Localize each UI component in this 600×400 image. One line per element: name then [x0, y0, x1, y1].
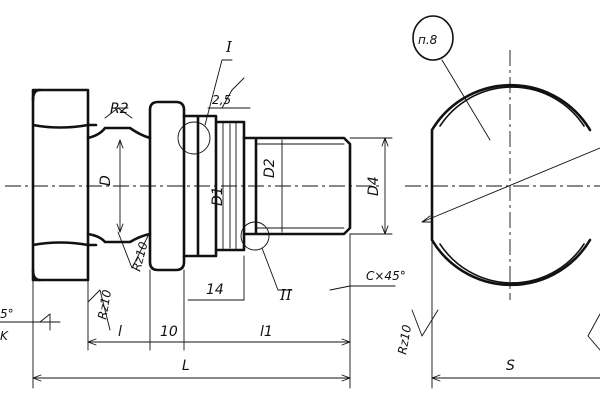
hex-head [31, 88, 98, 282]
dim-line-S [431, 239, 600, 389]
circular-profile [430, 83, 592, 287]
label-cut-angle: 5° [0, 307, 14, 321]
label-D: D [98, 175, 114, 186]
label-detail-II: II [279, 286, 293, 304]
label-part-note: п.8 [418, 33, 438, 47]
label-L: L [182, 358, 190, 374]
label-step-width: 2,5 [212, 93, 231, 107]
detail-circle-I [177, 121, 211, 155]
note-balloon [412, 15, 454, 61]
diameter-line [421, 147, 600, 223]
label-S: S [506, 358, 515, 374]
label-roughness-a: Rz10 [129, 240, 150, 273]
step-d1 [182, 114, 246, 258]
label-10: 10 [160, 324, 178, 340]
label-roughness-c: Rz10 [395, 323, 414, 355]
label-l1: l1 [260, 324, 273, 340]
label-radius: R2 [110, 101, 129, 117]
side-view [0, 59, 396, 389]
label-D2: D2 [262, 158, 278, 178]
label-D4: D4 [366, 176, 382, 196]
label-detail-I: I [225, 38, 233, 56]
neck [86, 126, 152, 244]
thread-shank [242, 136, 352, 236]
label-l: l [118, 324, 122, 340]
label-cut-k: K [0, 329, 9, 343]
label-chamfer: C×45° [366, 269, 406, 283]
label-D1: D1 [210, 186, 226, 206]
collar [148, 100, 186, 272]
label-14: 14 [206, 282, 224, 298]
detail-circle-II [240, 221, 270, 251]
dim-extension-lines [32, 233, 351, 389]
label-roughness-b: Rz10 [95, 288, 114, 320]
end-view [405, 15, 600, 389]
